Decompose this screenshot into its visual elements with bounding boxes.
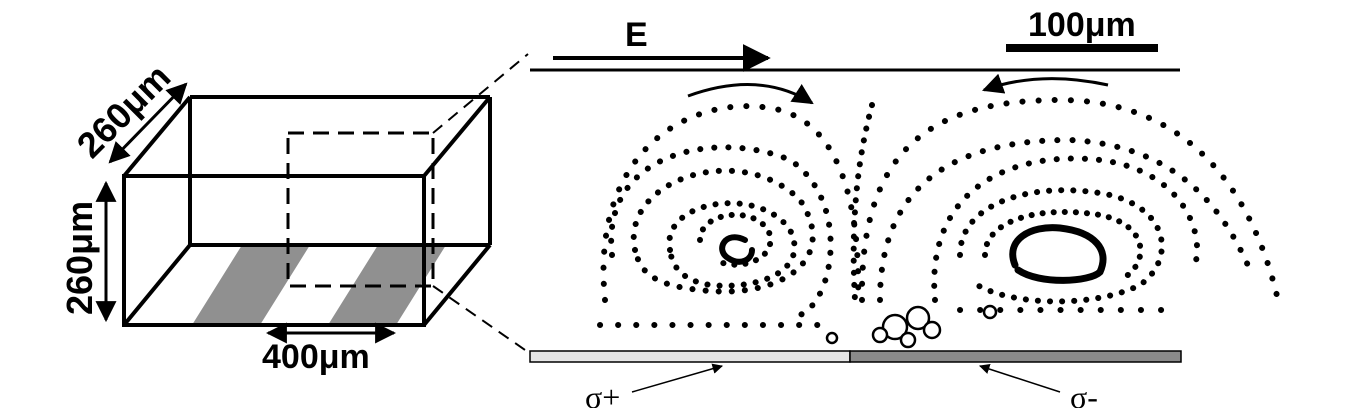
left-core-loop (719, 234, 755, 265)
channel-box-diagram: 260μm 260μm 400μm (59, 56, 492, 376)
flow-panel: E 100μm (529, 6, 1281, 408)
particle (871, 326, 889, 344)
right-streamline-3 (931, 155, 1201, 303)
particle (982, 304, 998, 320)
right-streamline-outer (858, 96, 1281, 303)
right-vortex-trajectories (858, 96, 1281, 313)
left-streamline-2 (608, 144, 834, 318)
left-vortex-trajectories (597, 103, 862, 328)
sigma-plus-pointer (631, 363, 724, 393)
height-label: 260μm (59, 201, 100, 315)
scale-bar (1006, 44, 1158, 52)
sigma-plus-label: σ+ (585, 379, 620, 408)
electrode-stripe-2 (328, 245, 446, 325)
zoom-line-top (432, 53, 529, 134)
right-streamline-5 (982, 209, 1144, 283)
particle (825, 331, 839, 345)
electrode-sigma-plus (529, 350, 851, 363)
right-vortex-rotation-arrow (982, 73, 1109, 94)
left-streamline-4 (666, 200, 798, 289)
field-label: E (625, 16, 648, 54)
sigma-minus-label: σ- (1070, 379, 1098, 408)
depth-dimension-arrow (108, 82, 188, 164)
left-streamline-3 (630, 167, 816, 295)
right-core-loop (1009, 224, 1107, 284)
particle (922, 320, 942, 340)
particle-cluster (825, 304, 998, 349)
box-edge-tr (422, 95, 492, 178)
central-streamline (850, 102, 875, 303)
right-streamline-4 (957, 187, 1165, 305)
box-edge-bl (122, 243, 192, 327)
scale-bar-label: 100μm (1028, 6, 1136, 44)
particle (905, 305, 931, 331)
electrode-stripe-1 (192, 245, 310, 325)
stripe-width-label: 400μm (262, 338, 370, 376)
sigma-minus-pointer (979, 363, 1061, 393)
box-edge-br (422, 243, 492, 327)
right-streamline-2 (877, 136, 1253, 303)
particle (899, 331, 917, 349)
electrode-sigma-minus (849, 350, 1182, 363)
left-vortex-rotation-arrow (687, 83, 814, 105)
particle (881, 313, 909, 341)
